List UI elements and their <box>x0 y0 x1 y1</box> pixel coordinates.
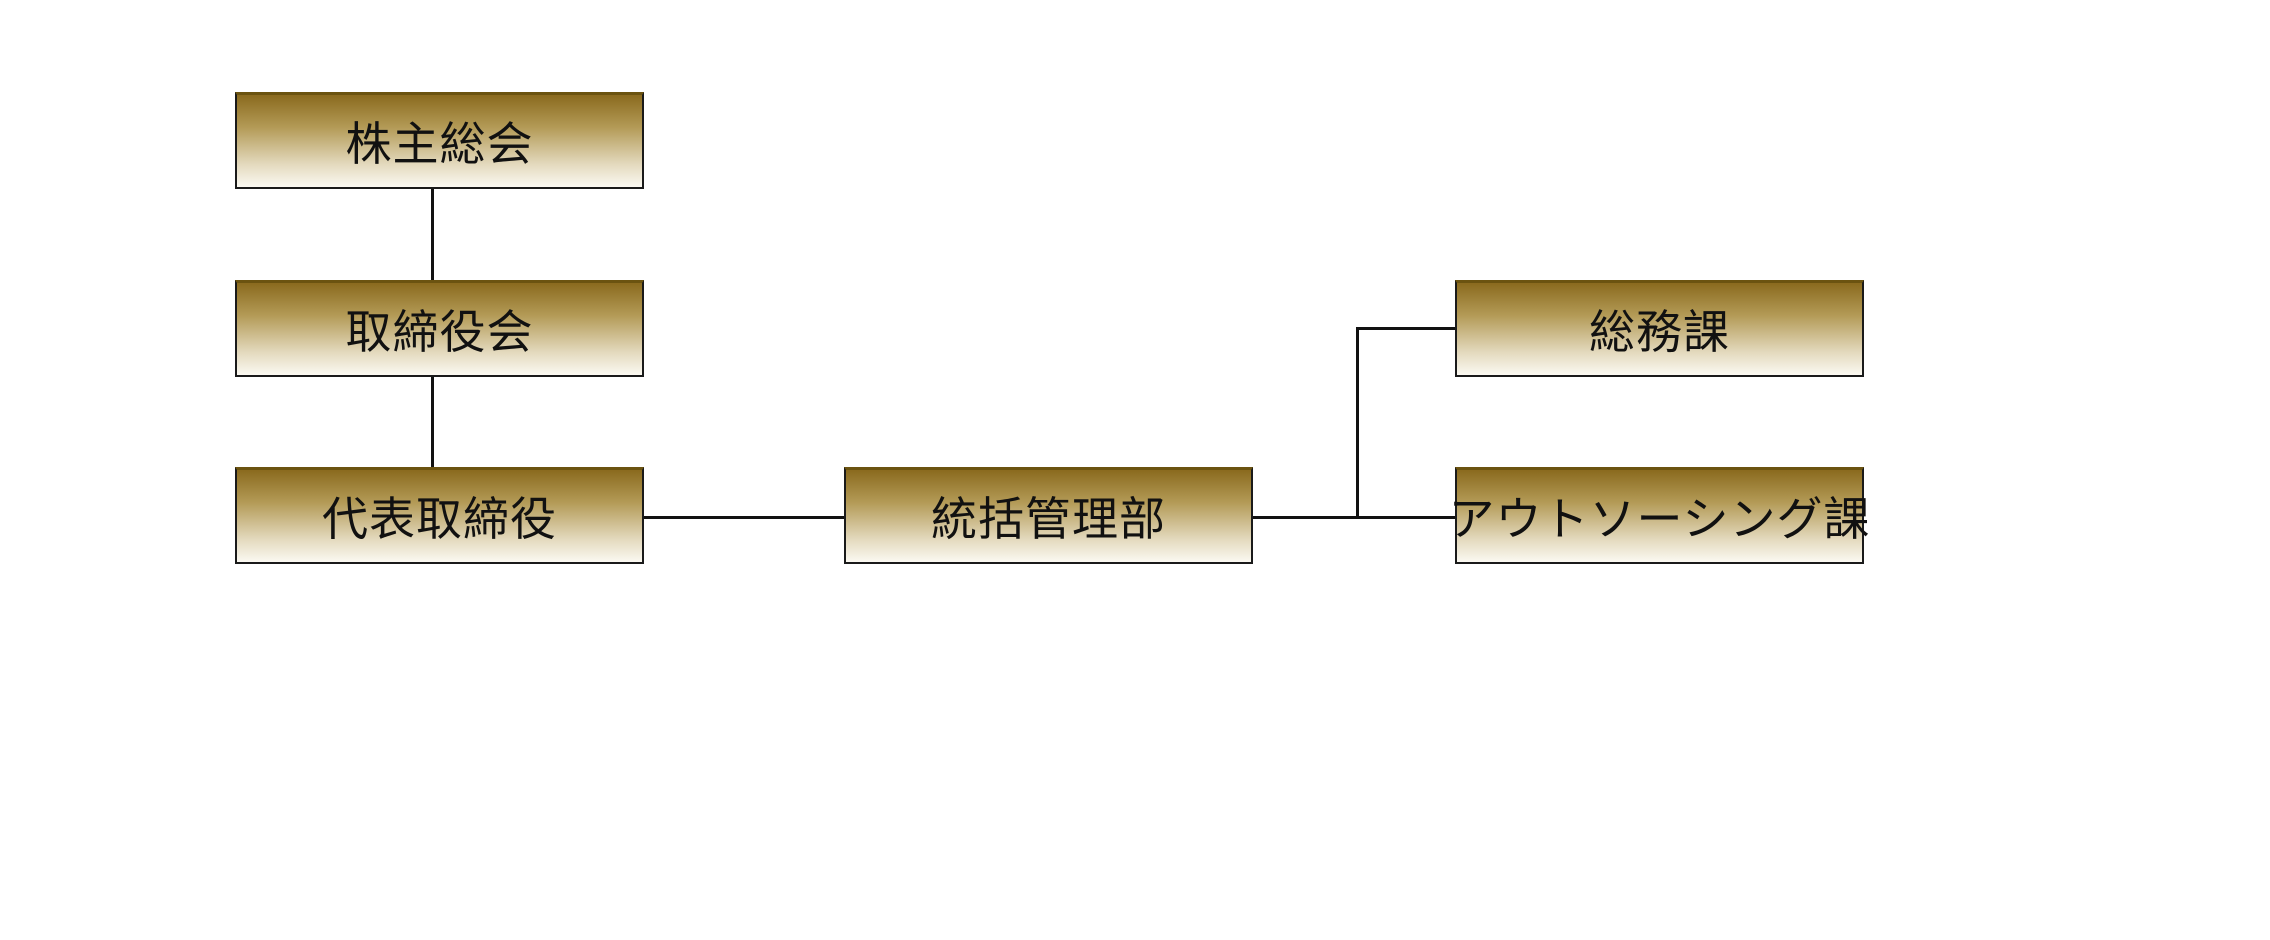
connector-branch-vertical <box>1356 327 1359 517</box>
node-outsourcing[interactable]: アウトソーシング課 <box>1448 467 1870 564</box>
node-label: 統括管理部 <box>931 492 1166 546</box>
connector-shareholders-board <box>431 189 434 280</box>
node-general-affairs[interactable]: 総務課 <box>1455 280 1864 377</box>
node-general-management[interactable]: 統括管理部 <box>844 467 1253 564</box>
connector-ceo-management <box>642 516 844 519</box>
node-label: 取締役会 <box>345 305 534 359</box>
node-label: 株主総会 <box>345 117 534 171</box>
connector-branch-general-affairs <box>1356 327 1455 330</box>
node-representative-director[interactable]: 代表取締役 <box>235 467 644 564</box>
connector-management-outsourcing <box>1253 516 1457 519</box>
node-label: 代表取締役 <box>322 492 557 546</box>
node-label: アウトソーシング課 <box>1448 492 1871 546</box>
node-board-of-directors[interactable]: 取締役会 <box>235 280 644 377</box>
node-shareholders-meeting[interactable]: 株主総会 <box>235 92 644 189</box>
connector-board-ceo <box>431 375 434 467</box>
node-label: 総務課 <box>1589 305 1730 359</box>
